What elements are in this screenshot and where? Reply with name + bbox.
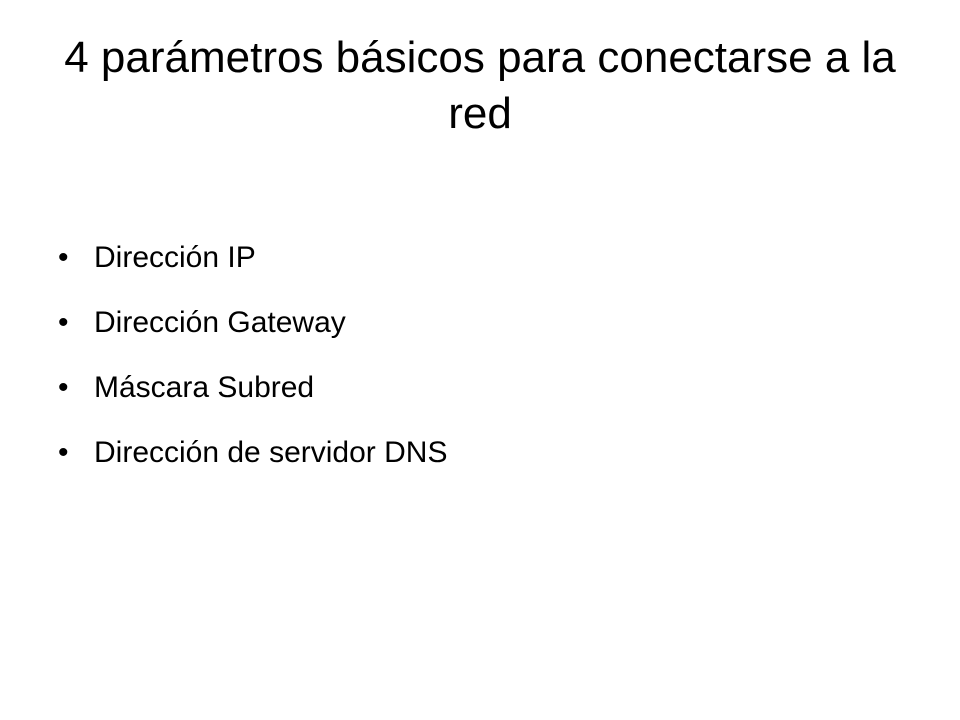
bullet-list: • Dirección IP • Dirección Gateway • Más… [58, 240, 447, 500]
list-item: • Dirección de servidor DNS [58, 435, 447, 500]
bullet-text-ip: Dirección IP [94, 241, 256, 274]
bullet-text-dns: Dirección de servidor DNS [94, 436, 448, 469]
list-item: • Dirección Gateway [58, 305, 447, 370]
bullet-icon: • [58, 306, 69, 339]
list-item: • Dirección IP [58, 240, 447, 305]
bullet-icon: • [58, 371, 69, 404]
bullet-icon: • [58, 436, 69, 469]
bullet-text-gateway: Dirección Gateway [94, 306, 346, 339]
bullet-icon: • [58, 241, 69, 274]
bullet-text-subnet-mask: Máscara Subred [94, 371, 315, 404]
list-item: • Máscara Subred [58, 370, 447, 435]
slide-title: 4 parámetros básicos para conectarse a l… [64, 33, 896, 138]
